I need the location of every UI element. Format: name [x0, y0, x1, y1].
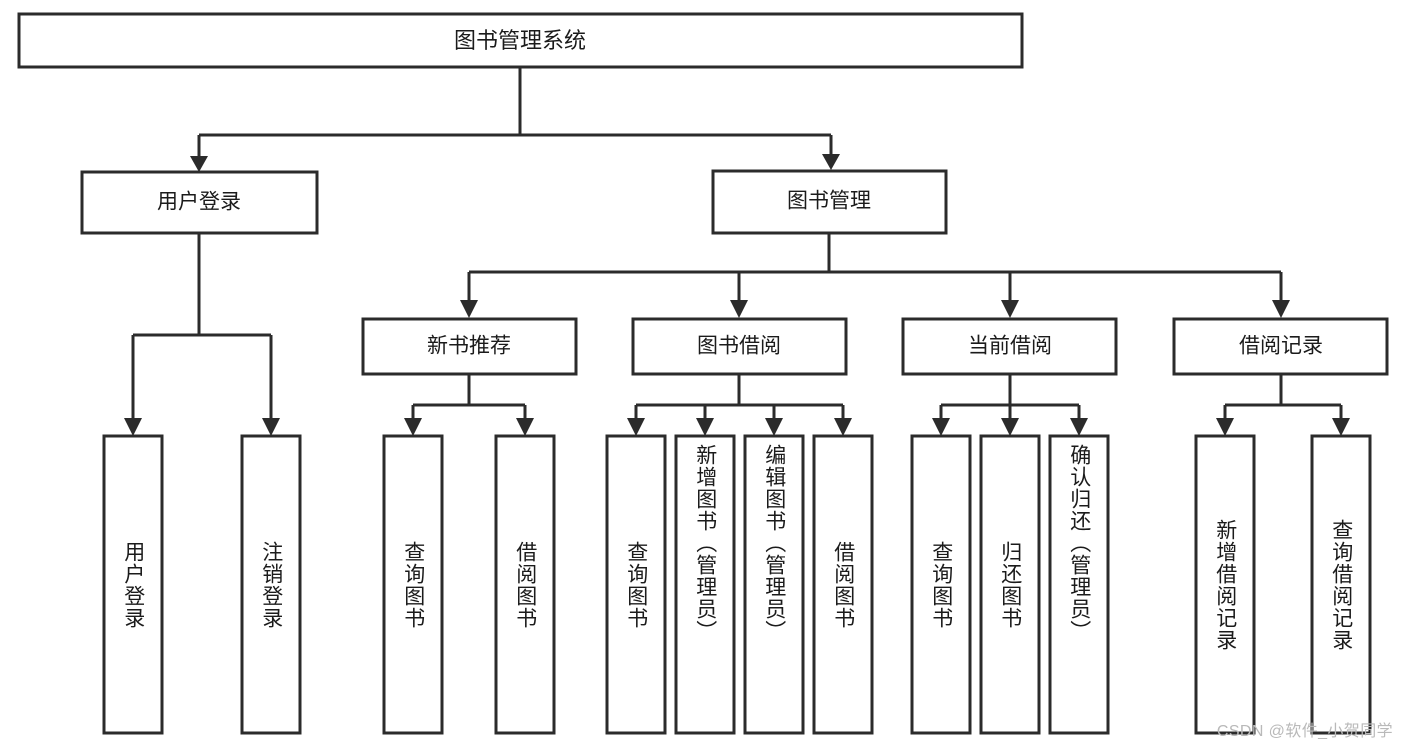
node-current-borrow-label: 当前借阅 — [968, 335, 1052, 358]
leaf-box-new-book-2[interactable] — [494, 434, 556, 735]
arrow-head-login-leaf2 — [262, 418, 280, 436]
leaf-box-borrow-record-2[interactable] — [1310, 434, 1372, 735]
node-current-borrow[interactable]: 当前借阅 — [901, 317, 1118, 376]
leaf-box-current-borrow-3[interactable] — [1048, 434, 1110, 735]
node-new-book-recommend[interactable]: 新书推荐 — [361, 317, 578, 376]
arrow-head-bookborrow — [730, 300, 748, 318]
node-book-management-box[interactable] — [711, 169, 948, 235]
node-borrow-record[interactable]: 借阅记录 — [1172, 317, 1389, 376]
node-user-login-box[interactable] — [80, 170, 319, 235]
arrow-head-currentborrow — [1001, 300, 1019, 318]
arrow-head-currentborrow-leaf1 — [932, 418, 950, 436]
node-user-login-label: 用户登录 — [157, 191, 241, 214]
leaf-box-book-borrow-3[interactable] — [743, 434, 805, 735]
node-layer: 图书管理系统 用户登录 图书管理 新书推荐 图书借阅 — [17, 12, 1389, 735]
leaf-box-current-borrow-1[interactable] — [910, 434, 972, 735]
arrow-head-newbook-leaf2 — [516, 418, 534, 436]
arrow-head-bookborrow-leaf4 — [834, 418, 852, 436]
node-book-borrow-box[interactable] — [631, 317, 848, 376]
node-root-label: 图书管理系统 — [454, 28, 586, 53]
arrow-head-currentborrow-leaf2 — [1001, 418, 1019, 436]
arrow-head-newbook-leaf1 — [404, 418, 422, 436]
arrow-head-bookmgmt — [822, 154, 840, 170]
arrow-head-login-leaf1 — [124, 418, 142, 436]
leaf-box-book-borrow-2[interactable] — [674, 434, 736, 735]
node-user-login[interactable]: 用户登录 — [80, 170, 319, 235]
node-current-borrow-box[interactable] — [901, 317, 1118, 376]
connector-layer — [124, 67, 1350, 436]
node-book-management-label: 图书管理 — [787, 190, 871, 213]
node-borrow-record-label: 借阅记录 — [1239, 335, 1323, 358]
leaf-box-book-borrow-4[interactable] — [812, 434, 874, 735]
arrow-head-newbook — [460, 300, 478, 318]
arrow-head-borrowrecord — [1272, 300, 1290, 318]
node-book-management[interactable]: 图书管理 — [711, 169, 948, 235]
arrow-head-bookborrow-leaf3 — [765, 418, 783, 436]
node-root[interactable]: 图书管理系统 — [17, 12, 1024, 69]
arrow-head-currentborrow-leaf3 — [1070, 418, 1088, 436]
arrow-head-bookborrow-leaf2 — [696, 418, 714, 436]
node-book-borrow[interactable]: 图书借阅 — [631, 317, 848, 376]
arrow-head-borrowrecord-leaf1 — [1216, 418, 1234, 436]
csdn-watermark: CSDN @软件_小贺同学 — [1216, 723, 1393, 740]
leaf-box-current-borrow-2[interactable] — [979, 434, 1041, 735]
node-new-book-recommend-box[interactable] — [361, 317, 578, 376]
arrow-head-login — [190, 156, 208, 172]
leaf-box-borrow-record-1[interactable] — [1194, 434, 1256, 735]
leaf-box-user-login-2[interactable] — [240, 434, 302, 735]
leaf-box-book-borrow-1[interactable] — [605, 434, 667, 735]
node-book-borrow-label: 图书借阅 — [697, 335, 781, 358]
node-new-book-recommend-label: 新书推荐 — [427, 335, 511, 358]
arrow-head-borrowrecord-leaf2 — [1332, 418, 1350, 436]
node-root-box[interactable] — [17, 12, 1024, 69]
node-borrow-record-box[interactable] — [1172, 317, 1389, 376]
leaf-box-user-login-1[interactable] — [102, 434, 164, 735]
arrow-head-bookborrow-leaf1 — [627, 418, 645, 436]
leaf-box-new-book-1[interactable] — [382, 434, 444, 735]
